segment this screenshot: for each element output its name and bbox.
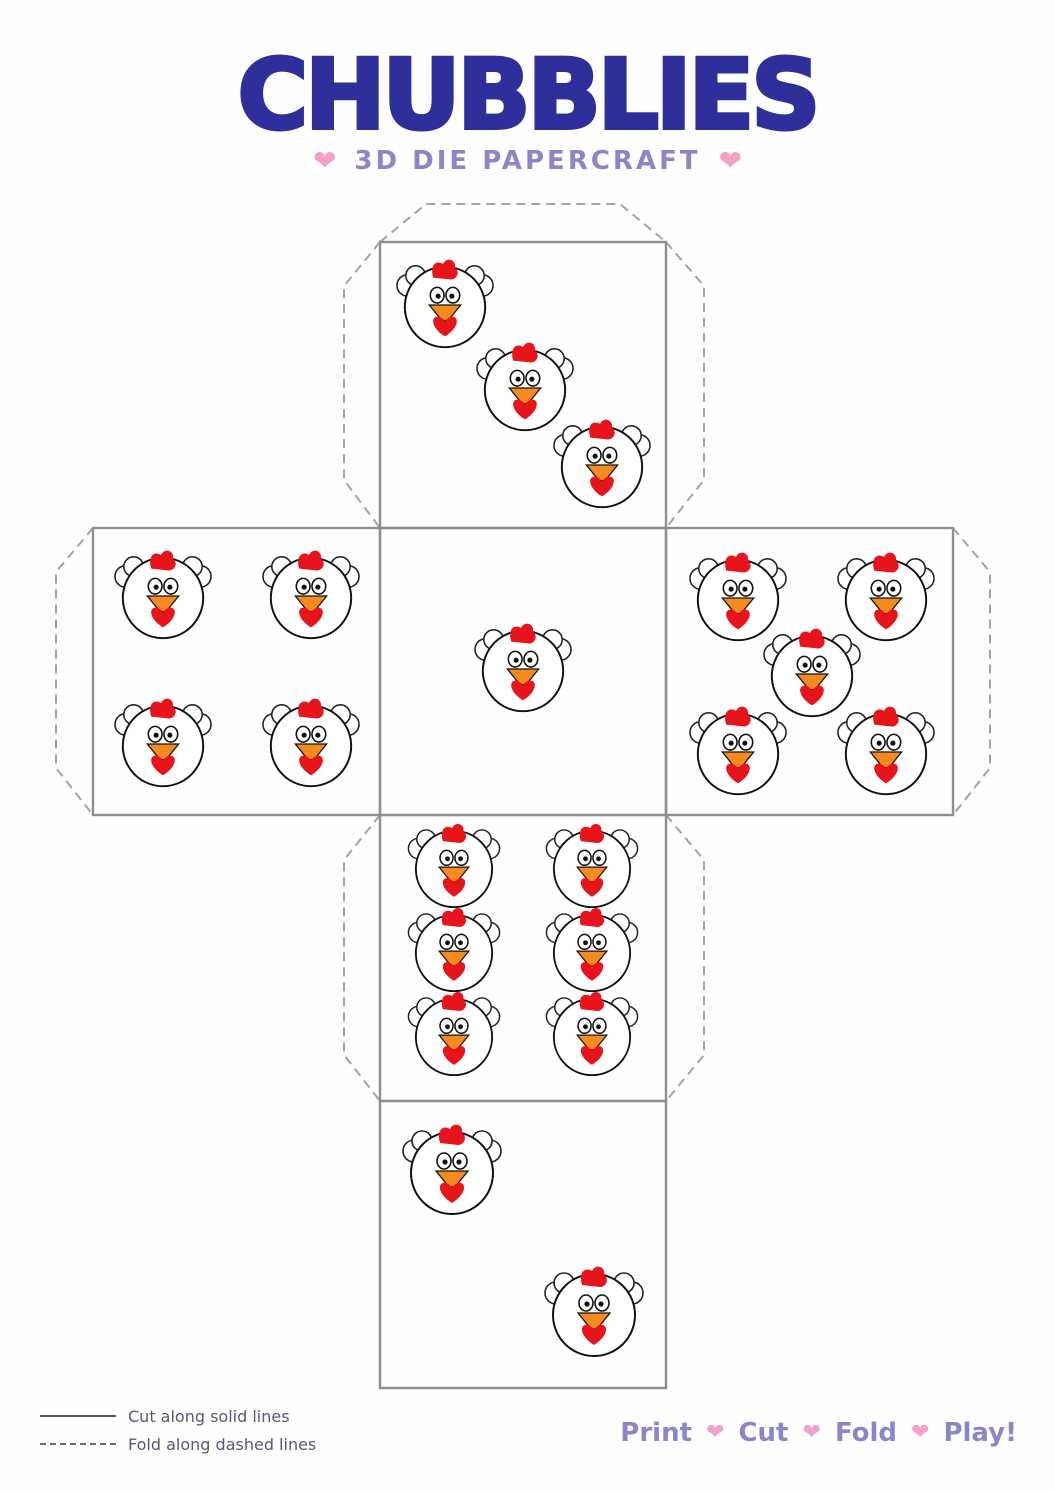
legend-cut: Cut along solid lines [40, 1402, 316, 1430]
chicken-icon [545, 991, 639, 1077]
die-pips [113, 258, 936, 1357]
die-face-lower [407, 823, 639, 1077]
chicken-icon [836, 551, 936, 642]
chicken-icon [113, 697, 213, 788]
chicken-icon [262, 697, 360, 788]
chicken-icon [545, 823, 639, 909]
dashed-line-icon [40, 1443, 116, 1445]
die-face-bottom [402, 1123, 644, 1357]
step-play: Play! [943, 1418, 1017, 1448]
chicken-icon [402, 1123, 502, 1215]
chicken-icon [544, 1265, 644, 1357]
chicken-icon [407, 991, 501, 1077]
chicken-icon [836, 705, 936, 796]
chicken-icon [545, 907, 639, 993]
step-cut: Cut [738, 1418, 789, 1448]
chicken-icon [262, 549, 360, 640]
chicken-icon [762, 627, 862, 718]
fold-lines [55, 203, 991, 1102]
legend-fold-label: Fold along dashed lines [128, 1434, 317, 1454]
legend: Cut along solid lines Fold along dashed … [40, 1402, 316, 1458]
footer-steps: Print ❤ Cut ❤ Fold ❤ Play! [620, 1418, 1017, 1448]
step-fold: Fold [834, 1418, 898, 1448]
heart-icon: ❤ [911, 1420, 930, 1445]
legend-cut-label: Cut along solid lines [128, 1406, 290, 1426]
chicken-icon [476, 341, 575, 432]
die-face-right [688, 551, 936, 796]
heart-icon: ❤ [718, 144, 743, 177]
chicken-icon [113, 549, 213, 640]
chicken-icon [396, 258, 494, 349]
page-title: CHUBBLIES [236, 38, 823, 152]
cut-lines [91, 240, 955, 1390]
die-face-top [396, 258, 652, 509]
heart-icon: ❤ [312, 144, 337, 177]
chicken-icon [474, 622, 573, 713]
chicken-icon [688, 705, 788, 796]
die-face-center [474, 622, 573, 713]
legend-fold: Fold along dashed lines [40, 1430, 316, 1458]
chicken-icon [407, 907, 501, 993]
solid-line-icon [40, 1415, 116, 1417]
heart-icon: ❤ [802, 1420, 821, 1445]
chicken-icon [688, 551, 788, 642]
die-face-left [113, 549, 360, 788]
page-subtitle: 3D DIE PAPERCRAFT [354, 146, 701, 176]
chicken-icon [407, 823, 501, 909]
step-print: Print [620, 1418, 693, 1448]
heart-icon: ❤ [706, 1420, 725, 1445]
chicken-icon [552, 418, 652, 509]
subtitle-row: ❤ 3D DIE PAPERCRAFT ❤ [0, 146, 1055, 176]
